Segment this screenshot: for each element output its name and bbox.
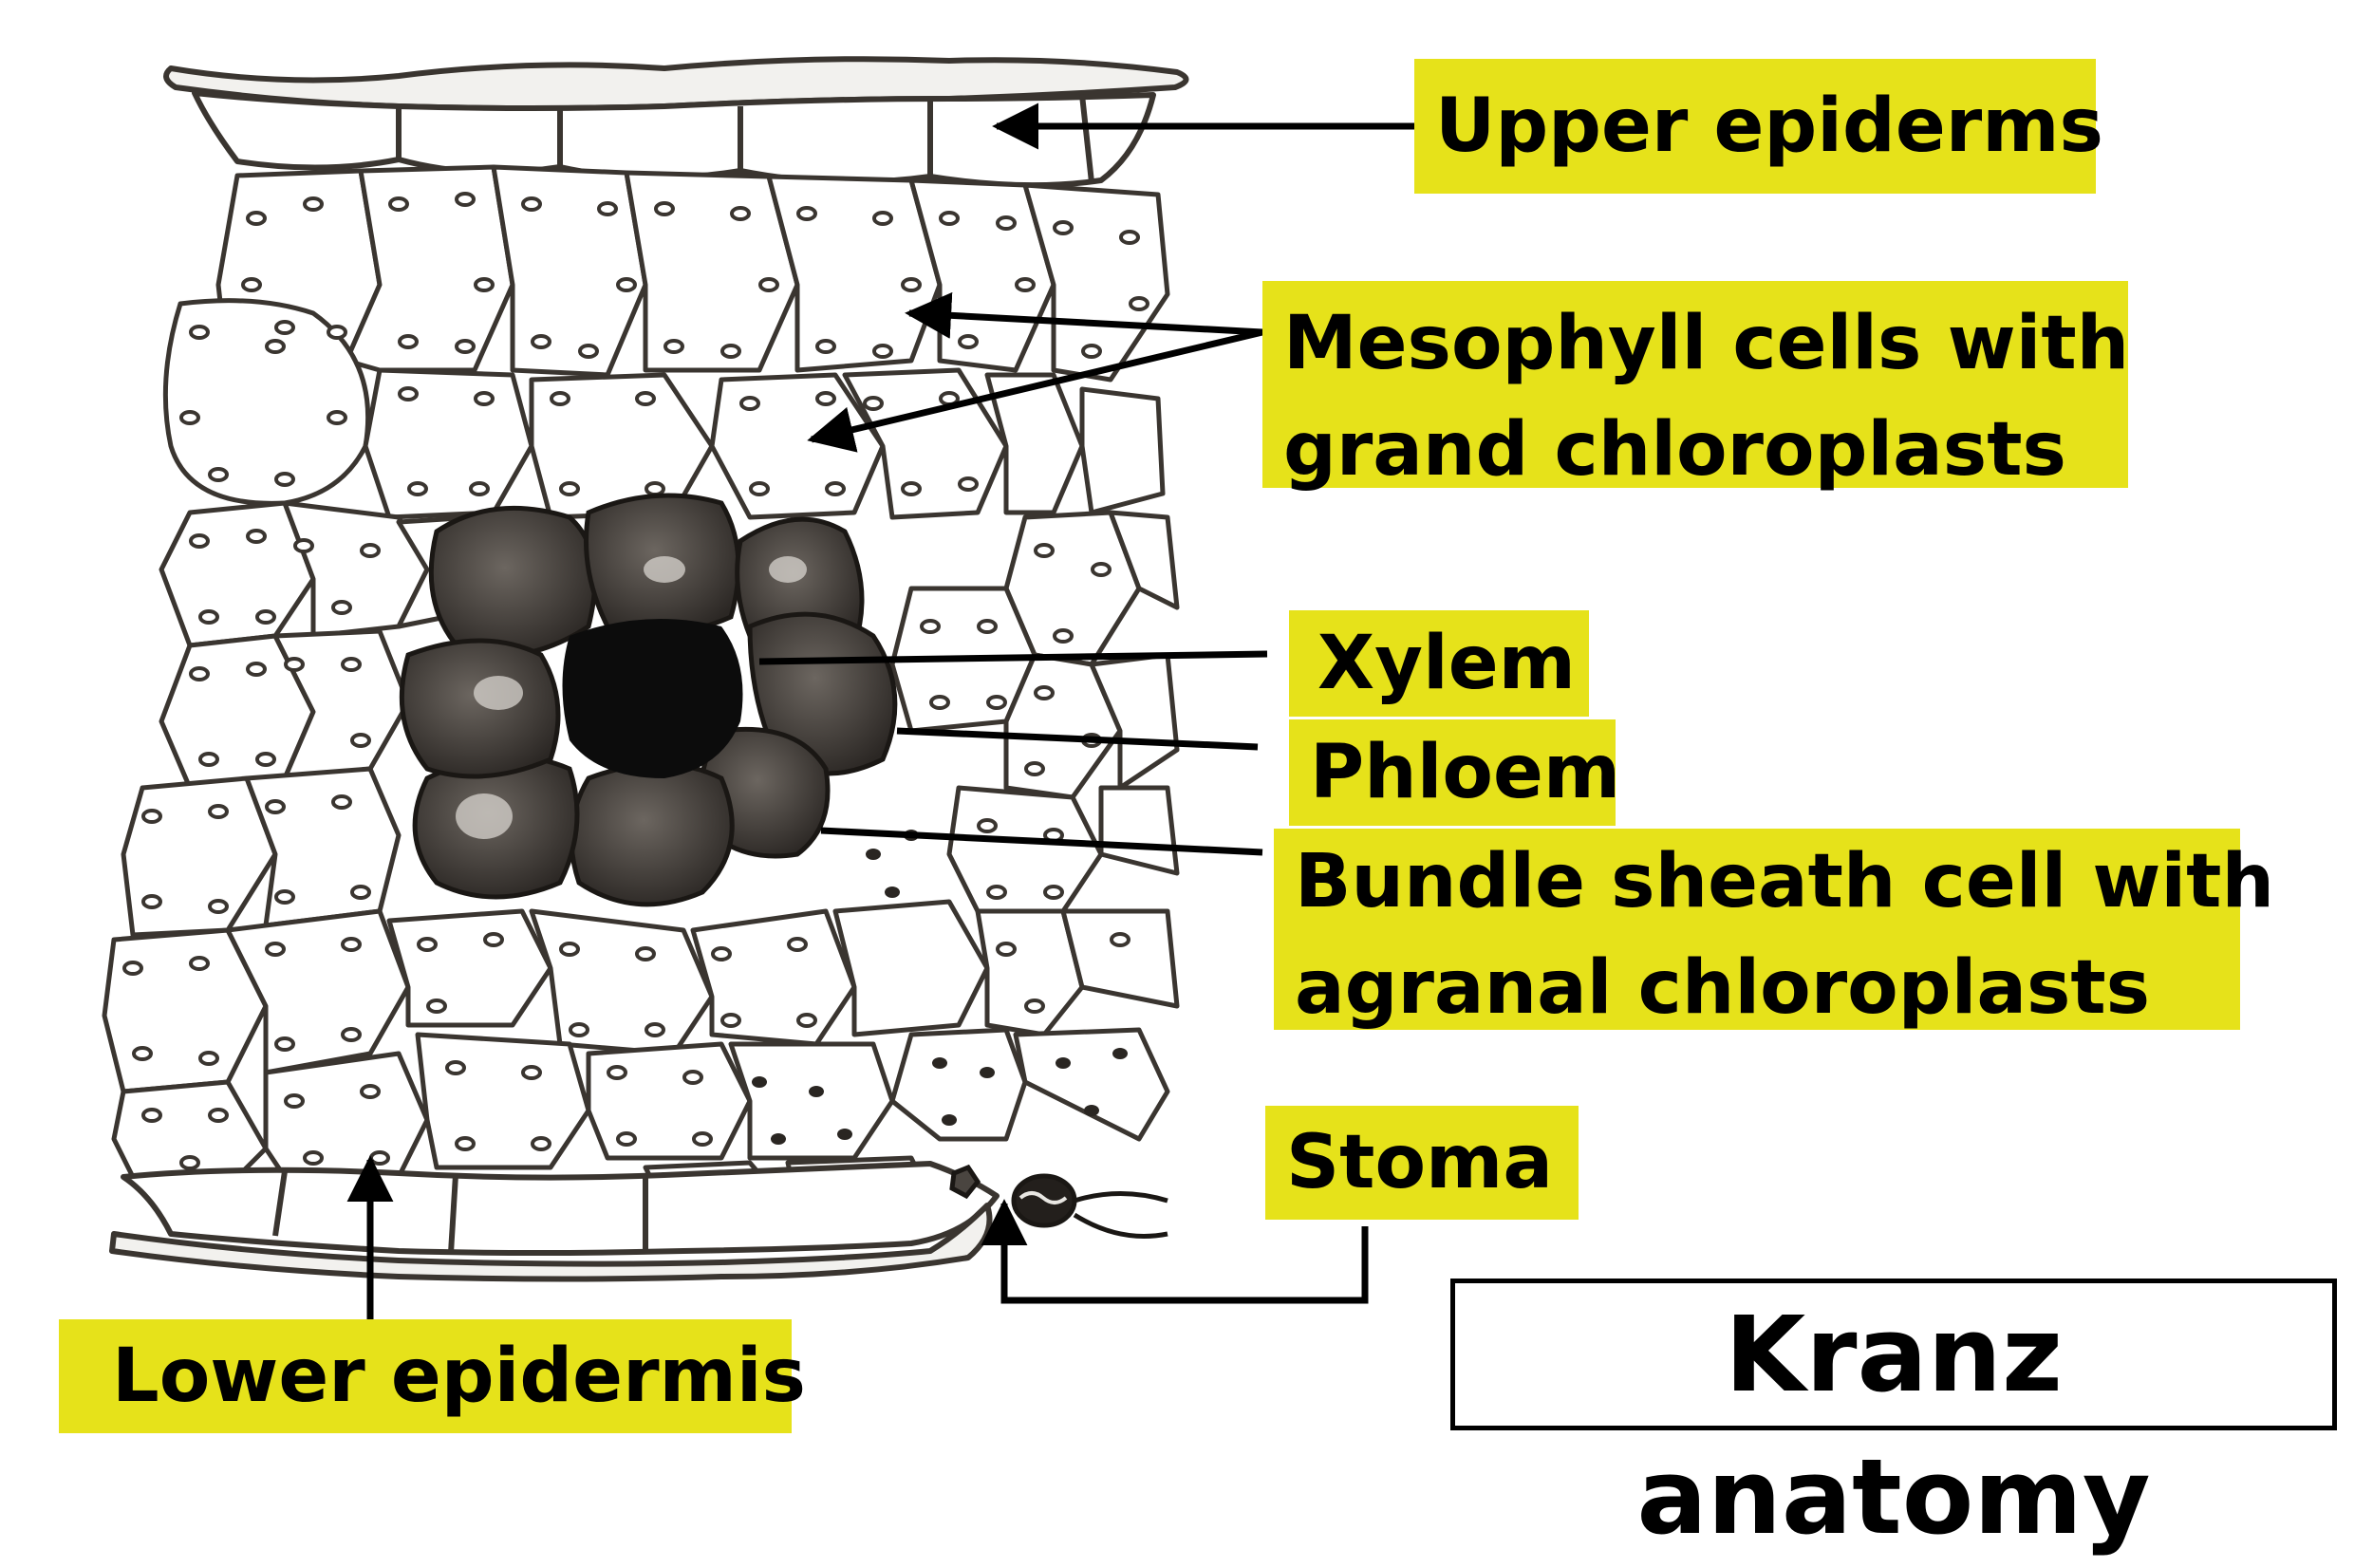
phloem-line: [896, 727, 1259, 751]
title-box: Kranz anatomy: [1450, 1279, 2337, 1558]
vascular-core: [562, 619, 743, 778]
sheath-highlights: [456, 556, 807, 839]
lower-epidermis: [109, 1161, 1000, 1282]
mesophyll-chloroplasts: [122, 192, 1149, 1170]
label-bundle-sheath-line1: Bundle sheath cell with: [1295, 839, 2274, 924]
bundle-sheath-cells: [399, 493, 898, 907]
label-lower-epidermis: Lower epidermis: [59, 1319, 806, 1433]
vascular-bundle: [399, 493, 898, 907]
leader-lines: [346, 103, 1414, 1319]
upper-epidermis: [163, 56, 1189, 189]
bundle-sheath-line: [820, 827, 1263, 856]
label-mesophyll-line1: Mesophyll cells with: [1283, 301, 2130, 386]
page-title: Kranz anatomy: [1636, 1294, 2151, 1558]
label-mesophyll: Mesophyll cells with grand chloroplasts: [1262, 281, 2130, 493]
kranz-anatomy-diagram: [102, 56, 1414, 1319]
label-bundle-sheath-line2: agranal chloroplasts: [1295, 945, 2151, 1031]
stoma-arrow: [981, 1199, 1369, 1304]
stoma: [949, 1164, 1168, 1239]
label-stoma: Stoma: [1265, 1106, 1579, 1220]
label-xylem: Xylem: [1289, 610, 1589, 717]
label-phloem: Phloem: [1289, 719, 1620, 826]
label-upper-epidermis: Upper epiderms: [1414, 59, 2103, 194]
mesophyll-arrow-1: [905, 291, 1263, 339]
xylem-line: [758, 650, 1268, 665]
label-mesophyll-line2: grand chloroplasts: [1283, 407, 2066, 493]
mesophyll-arrow-2: [807, 328, 1263, 453]
label-bundle-sheath: Bundle sheath cell with agranal chloropl…: [1274, 829, 2274, 1031]
